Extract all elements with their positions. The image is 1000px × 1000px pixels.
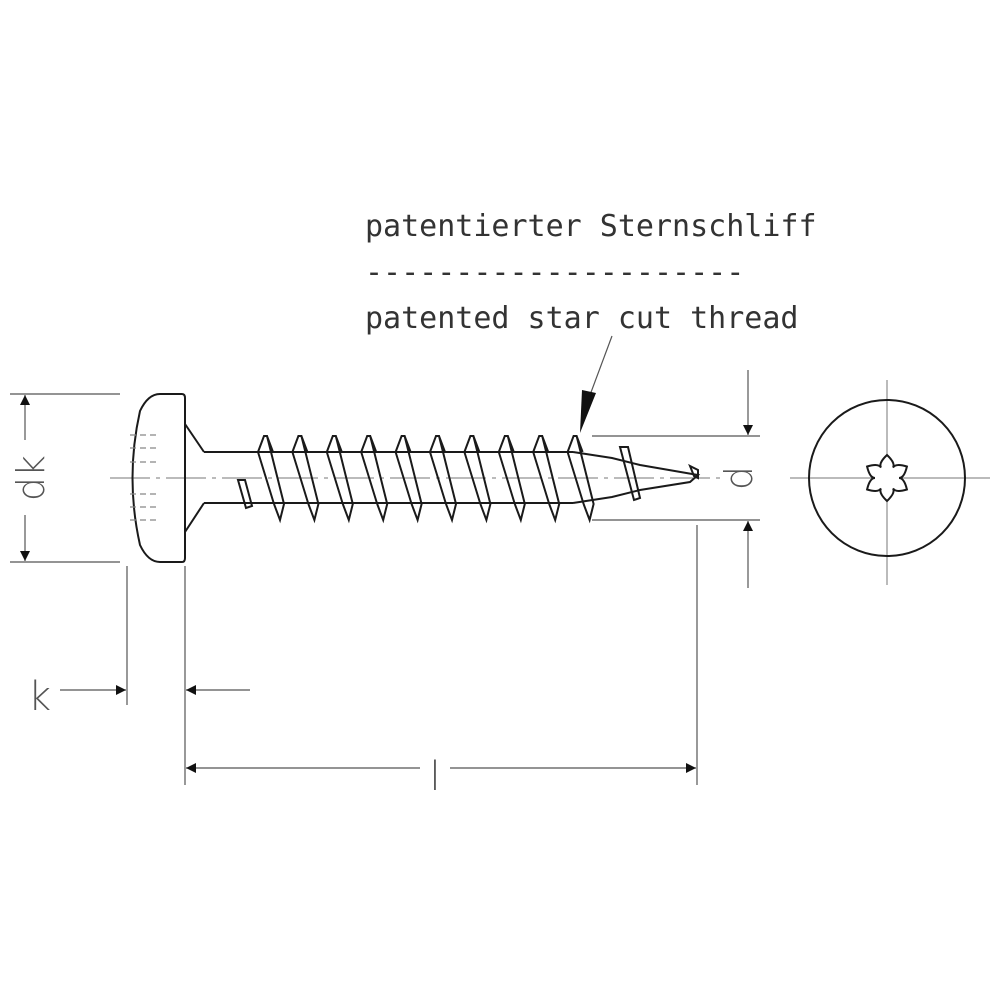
thread-turn (291, 435, 320, 524)
screw-head (131, 393, 186, 563)
dimension-d (592, 370, 760, 588)
screw-side-view (130, 393, 701, 563)
thread-turn (566, 435, 595, 524)
torx-recess-icon (865, 453, 909, 503)
annotation-english: patented star cut thread (365, 301, 798, 336)
recess-hidden-lines (130, 434, 158, 521)
dimension-k (60, 566, 250, 785)
thread-turn (532, 435, 561, 524)
screw-tip (572, 451, 701, 504)
thread-turn (394, 435, 423, 524)
head-outline (808, 399, 966, 557)
threads (257, 435, 595, 524)
dimension-l (186, 525, 698, 785)
thread-turn (325, 435, 354, 524)
leader-arrow (580, 335, 613, 433)
thread-turn (429, 435, 458, 524)
thread-turn (257, 435, 286, 524)
label-l: l (429, 754, 440, 800)
label-k: k (28, 674, 51, 720)
thread-turn (497, 435, 526, 524)
annotation-german: patentierter Sternschliff (365, 209, 817, 244)
dimension-dk (10, 393, 120, 563)
thread-turn (360, 435, 389, 524)
first-thread (236, 479, 254, 510)
torx-top-view (790, 380, 990, 585)
thread-turn (463, 435, 492, 524)
annotation-separator: --------------------- (365, 255, 744, 290)
label-d: d (717, 466, 761, 490)
label-dk: dk (9, 455, 53, 501)
tip-threads (618, 446, 699, 502)
